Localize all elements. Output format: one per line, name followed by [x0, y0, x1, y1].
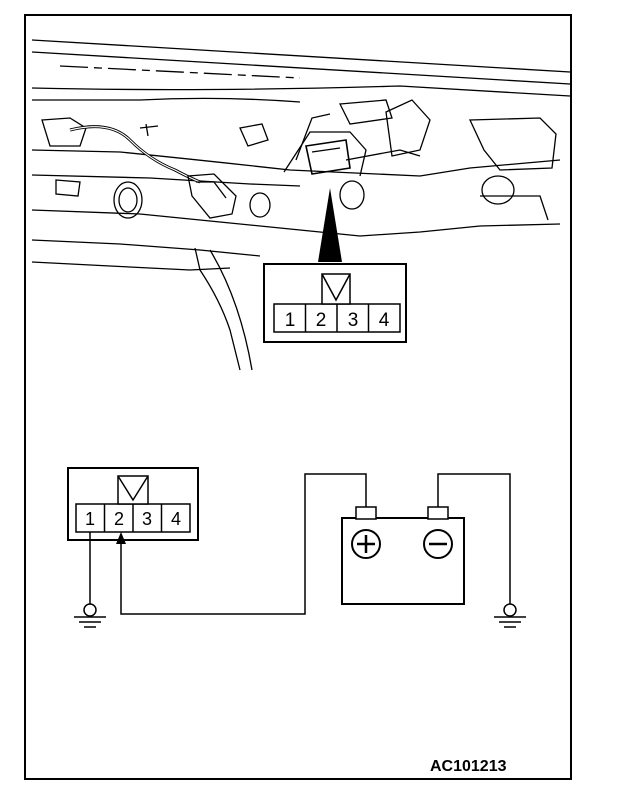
lower-pin-3: 3 — [142, 509, 152, 529]
battery — [341, 506, 465, 605]
lower-connector: 1 2 3 4 — [67, 467, 199, 541]
upper-pin-2: 2 — [316, 310, 327, 331]
figure-id-label: AC101213 — [430, 758, 507, 775]
upper-connector-callout: 1 2 3 4 — [263, 263, 407, 343]
ground-symbol-left — [74, 603, 106, 628]
figure-frame — [24, 14, 572, 780]
upper-pin-3: 3 — [348, 310, 359, 331]
probe-arrow — [116, 532, 126, 544]
callout-pointer — [318, 188, 342, 262]
ground-symbol-right — [494, 603, 526, 628]
lower-pin-1: 1 — [85, 509, 95, 529]
lower-pin-2: 2 — [114, 509, 124, 529]
upper-pin-1: 1 — [285, 310, 296, 331]
battery-ground-wire — [437, 473, 511, 604]
pin2-battery-wire — [120, 473, 367, 615]
upper-pin-4: 4 — [379, 310, 390, 331]
lower-pin-4: 4 — [171, 509, 181, 529]
vehicle-underbody-illustration — [31, 39, 571, 371]
